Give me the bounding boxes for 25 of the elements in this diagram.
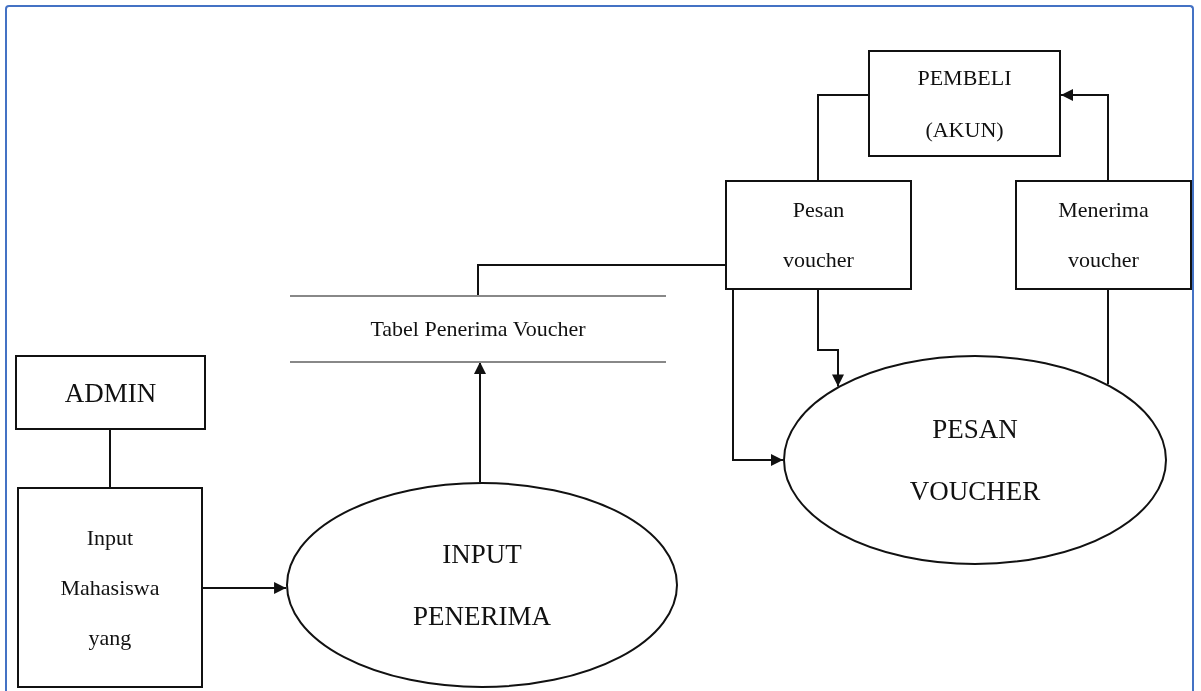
node-label: PESAN VOUCHER [908,413,1042,508]
node-label: Menerima voucher [1057,196,1150,274]
process-ellipse [783,355,1167,565]
node-label: Tabel Penerima Voucher [370,315,586,343]
arrow [817,289,844,388]
connector-line [109,429,111,488]
data-flow-box [17,487,203,688]
node-label: INPUT PENERIMA [412,538,552,633]
process-ellipse [286,482,678,688]
connector-line [477,264,726,297]
connector-line [1107,289,1109,386]
node-label: PEMBELI (AKUN) [916,63,1013,144]
data-flow-box [1015,180,1192,290]
entity-box [868,50,1061,157]
arrow [202,582,288,594]
arrow [1060,89,1109,181]
node-label: ADMIN [64,376,157,409]
data-store [290,296,666,362]
data-flow-box [725,180,912,290]
node-label: Input Mahasiswa yang [59,523,161,652]
node-label: Pesan voucher [782,196,855,274]
connector-line [817,94,869,181]
arrow [474,361,486,483]
entity-box [15,355,206,430]
arrow [732,289,784,466]
